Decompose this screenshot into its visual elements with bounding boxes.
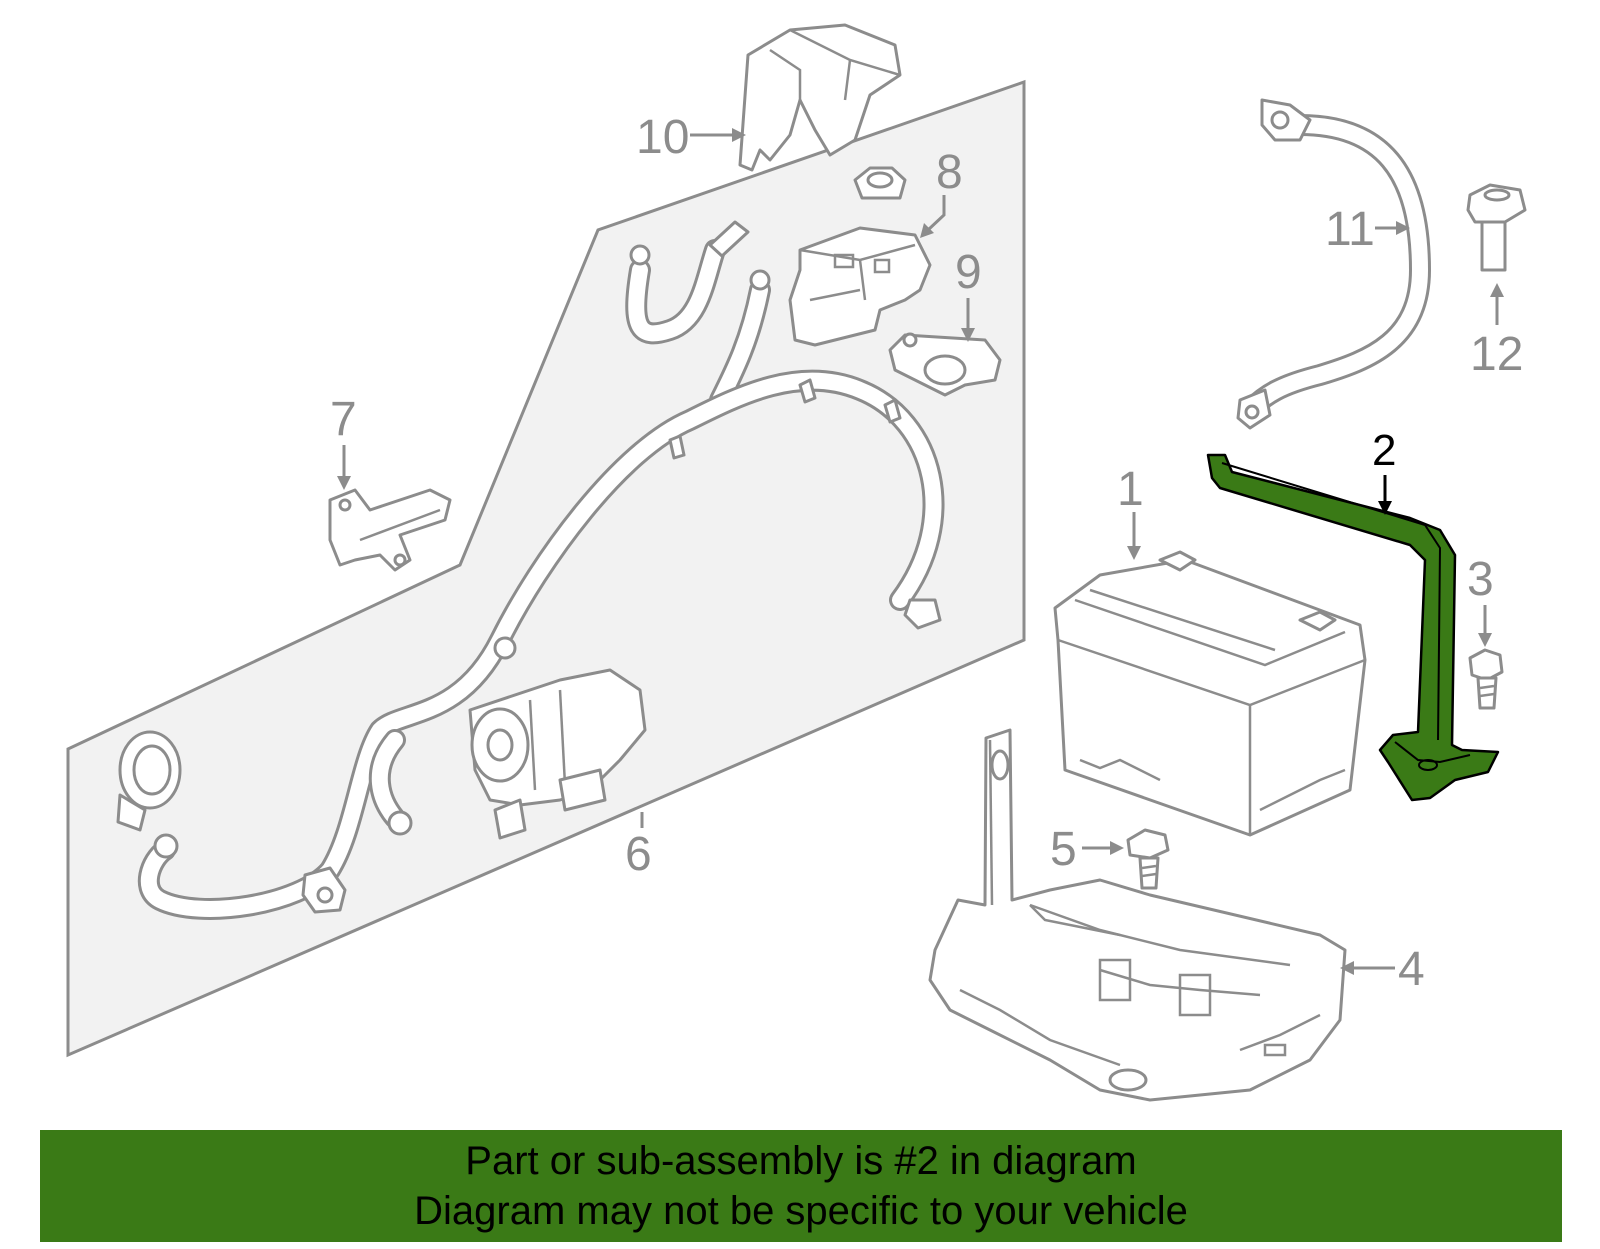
callout-10: 10 <box>636 111 689 164</box>
starter-motor <box>468 668 647 840</box>
leader-8 <box>926 195 946 232</box>
ground-sensor <box>116 730 182 832</box>
callout-8: 8 <box>936 146 963 199</box>
part-3-bolt[interactable] <box>1468 648 1504 710</box>
part-2-hold-down-bracket[interactable] <box>1206 453 1500 802</box>
callout-4: 4 <box>1398 943 1425 996</box>
arrow-9 <box>961 328 975 342</box>
part-1-battery[interactable] <box>1053 550 1367 837</box>
callout-2: 2 <box>1372 426 1396 475</box>
banner-line-1: Part or sub-assembly is #2 in diagram <box>465 1139 1137 1183</box>
part-10-cover[interactable] <box>738 23 902 172</box>
callout-6: 6 <box>625 828 652 881</box>
part-5-bolt[interactable] <box>1126 828 1170 890</box>
banner-line-2: Diagram may not be specific to your vehi… <box>414 1189 1188 1233</box>
arrow-3 <box>1478 633 1492 647</box>
callout-9: 9 <box>955 246 982 299</box>
part-4-battery-tray[interactable] <box>928 728 1347 1102</box>
callout-1: 1 <box>1117 463 1144 516</box>
arrow-12 <box>1490 283 1504 297</box>
callout-3: 3 <box>1467 553 1494 606</box>
part-12-fastener[interactable] <box>1466 183 1527 272</box>
part-11-cable[interactable] <box>1236 98 1431 430</box>
arrow-5 <box>1110 841 1124 855</box>
part-6-main-cable[interactable] <box>137 369 945 920</box>
arrow-7 <box>337 476 351 490</box>
nut <box>853 166 907 200</box>
arrow-4 <box>1340 961 1354 975</box>
callout-11: 11 <box>1325 203 1375 256</box>
arrow-2 <box>1378 501 1392 515</box>
arrow-10 <box>732 128 746 142</box>
arrow-8 <box>920 223 934 238</box>
callout-12: 12 <box>1470 328 1523 381</box>
part-8-junction-block[interactable] <box>788 226 932 347</box>
part-9-sensor[interactable] <box>888 332 1002 397</box>
arrow-11 <box>1396 221 1410 235</box>
callout-7: 7 <box>330 393 357 446</box>
arrow-1 <box>1127 546 1141 560</box>
part-7-bracket[interactable] <box>328 488 452 572</box>
info-banner: Part or sub-assembly is #2 in diagram Di… <box>40 1130 1562 1242</box>
callout-5: 5 <box>1050 823 1077 876</box>
short-cables <box>625 220 771 411</box>
